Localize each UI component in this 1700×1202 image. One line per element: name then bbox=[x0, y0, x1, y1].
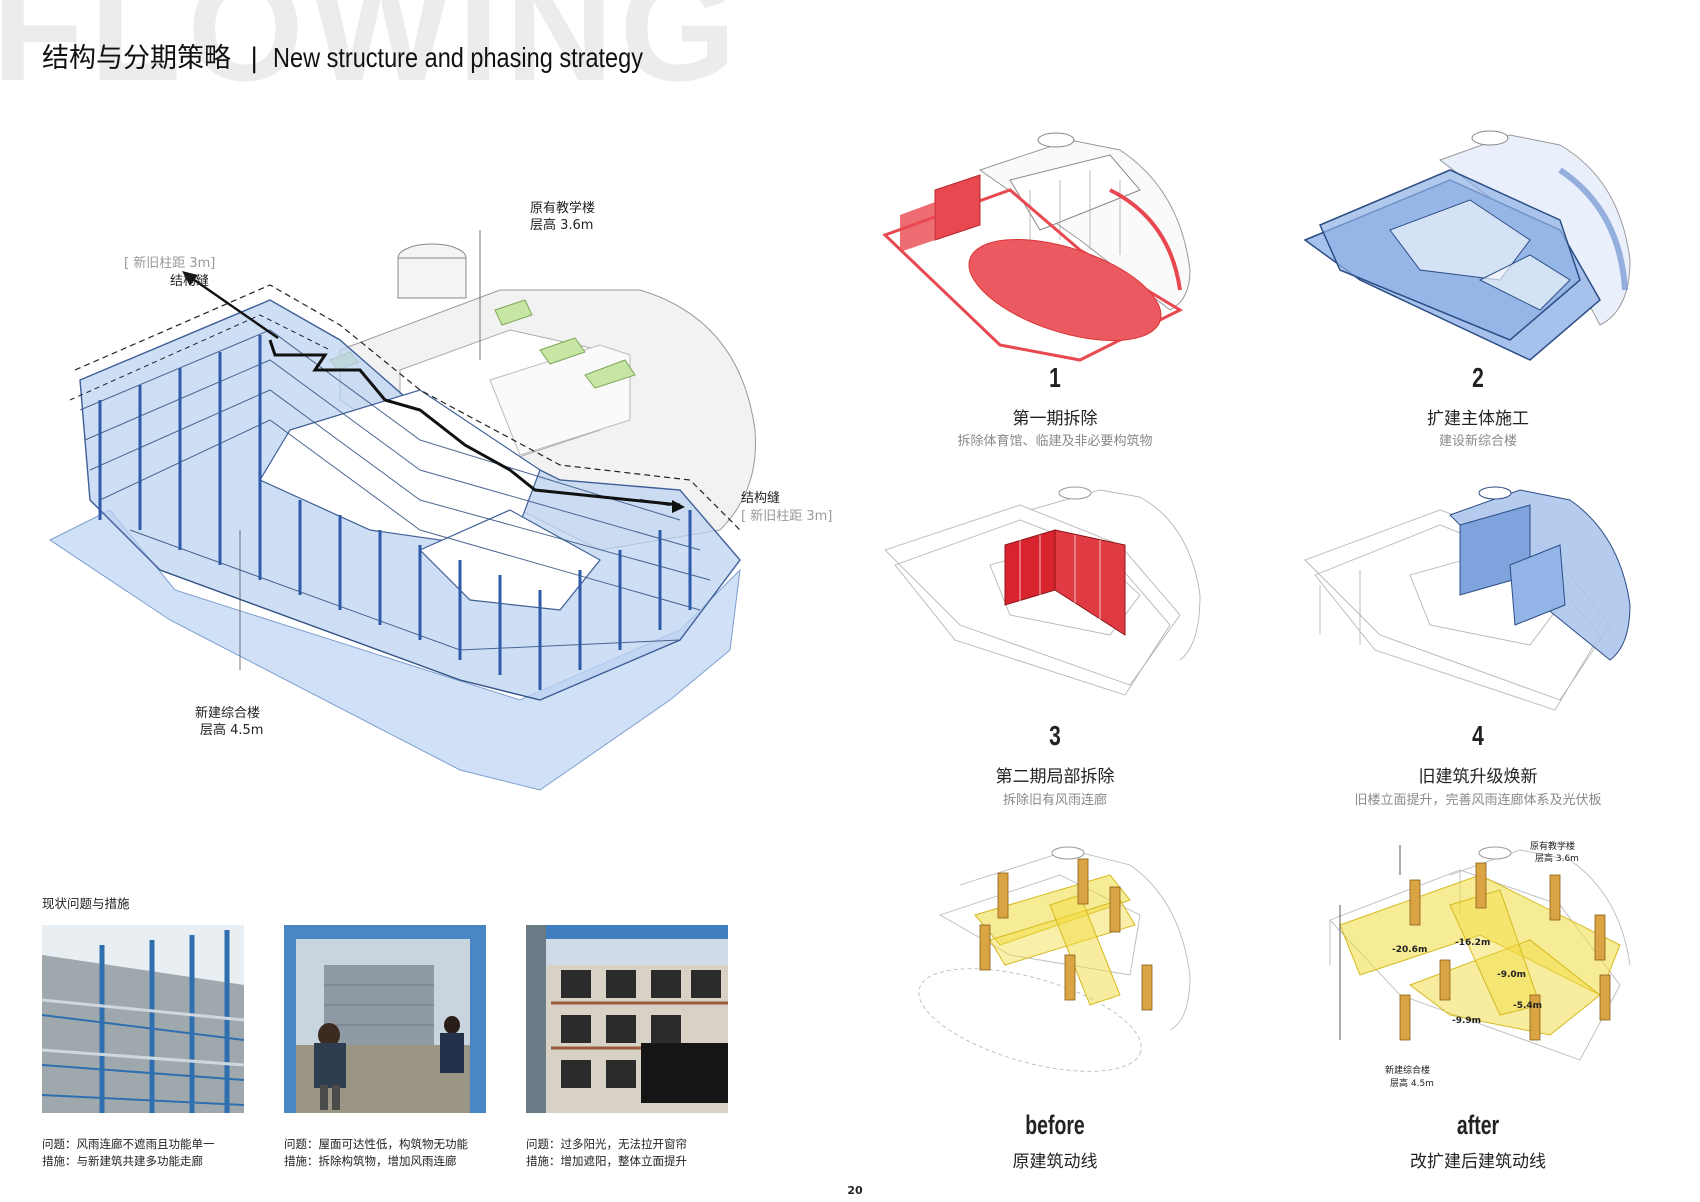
after-new-building: 新建综合楼 bbox=[1385, 1066, 1431, 1076]
title-cn: 结构与分期策略 bbox=[42, 43, 231, 74]
label-joint-right: 结构缝 bbox=[741, 491, 781, 506]
label-spacing-right: [ 新旧柱距 3m] bbox=[741, 509, 833, 524]
title-separator: | bbox=[249, 43, 259, 74]
after-old-height: 层高 3.6m bbox=[1535, 854, 1579, 864]
issues-section-title: 现状问题与措施 bbox=[42, 896, 130, 911]
issue-photo-facade bbox=[526, 925, 728, 1113]
issue-2-measure: 措施：拆除构筑物，增加风雨连廊 bbox=[284, 1154, 457, 1168]
before-label: before bbox=[1025, 1110, 1085, 1140]
after-subtitle: 改扩建后建筑动线 bbox=[1410, 1152, 1546, 1172]
stage-1-number: 1 bbox=[1049, 362, 1061, 393]
after-circulation-diagram bbox=[1329, 845, 1631, 1061]
stage-4-title: 旧建筑升级焕新 bbox=[1418, 767, 1538, 787]
after-level-4: -5.4m bbox=[1513, 1001, 1543, 1011]
after-label: after bbox=[1456, 1110, 1500, 1140]
after-level-1: -20.6m bbox=[1392, 945, 1428, 955]
stage-4-desc: 旧楼立面提升，完善风雨连廊体系及光伏板 bbox=[1354, 793, 1602, 808]
before-subtitle: 原建筑动线 bbox=[1012, 1152, 1098, 1172]
label-new-height: 层高 4.5m bbox=[200, 723, 264, 738]
main-structure-diagram bbox=[49, 230, 757, 791]
stage-3-diagram bbox=[884, 486, 1201, 696]
label-spacing-left: [ 新旧柱距 3m] bbox=[124, 256, 216, 271]
stage-3-desc: 拆除旧有风雨连廊 bbox=[1002, 793, 1107, 808]
stage-2-desc: 建设新综合楼 bbox=[1438, 434, 1517, 449]
issue-1-problem: 问题：风雨连廊不遮雨且功能单一 bbox=[42, 1137, 215, 1151]
page-number: 20 bbox=[847, 1184, 863, 1197]
after-level-3: -9.0m bbox=[1497, 970, 1527, 980]
stage-2-diagram bbox=[1303, 130, 1631, 361]
stage-3-number: 3 bbox=[1049, 720, 1061, 751]
label-joint-left: 结构缝 bbox=[170, 274, 210, 289]
label-new-building: 新建综合楼 bbox=[195, 706, 261, 721]
issue-1-measure: 措施：与新建筑共建多功能走廊 bbox=[42, 1154, 203, 1168]
after-level-2: -16.2m bbox=[1455, 938, 1491, 948]
page-title: 结构与分期策略 | New structure and phasing stra… bbox=[42, 36, 714, 75]
after-old-building: 原有教学楼 bbox=[1530, 842, 1576, 852]
stage-2-number: 2 bbox=[1472, 362, 1484, 393]
stage-1-desc: 拆除体育馆、临建及非必要构筑物 bbox=[957, 434, 1153, 449]
after-new-height: 层高 4.5m bbox=[1390, 1079, 1434, 1089]
issue-3-measure: 措施：增加遮阳，整体立面提升 bbox=[526, 1154, 687, 1168]
issue-2-problem: 问题：屋面可达性低，构筑物无功能 bbox=[284, 1137, 468, 1151]
background-watermark-word: FLOWING bbox=[0, 0, 743, 112]
stage-4-number: 4 bbox=[1472, 720, 1484, 751]
label-old-height: 层高 3.6m bbox=[530, 218, 594, 233]
issue-3-problem: 问题：过多阳光，无法拉开窗帘 bbox=[526, 1137, 687, 1151]
stage-1-title: 第一期拆除 bbox=[1012, 409, 1098, 429]
title-en: New structure and phasing strategy bbox=[273, 42, 644, 73]
stage-3-title: 第二期局部拆除 bbox=[995, 767, 1115, 787]
before-circulation-diagram bbox=[918, 846, 1191, 1072]
stage-1-diagram bbox=[882, 132, 1191, 362]
label-old-building: 原有教学楼 bbox=[530, 201, 596, 216]
stage-2-title: 扩建主体施工 bbox=[1427, 409, 1529, 429]
after-level-5: -9.9m bbox=[1452, 1016, 1482, 1026]
issue-photo-rooftop bbox=[284, 925, 486, 1113]
issue-photo-corridor bbox=[42, 925, 244, 1113]
stage-4-diagram bbox=[1304, 486, 1631, 711]
